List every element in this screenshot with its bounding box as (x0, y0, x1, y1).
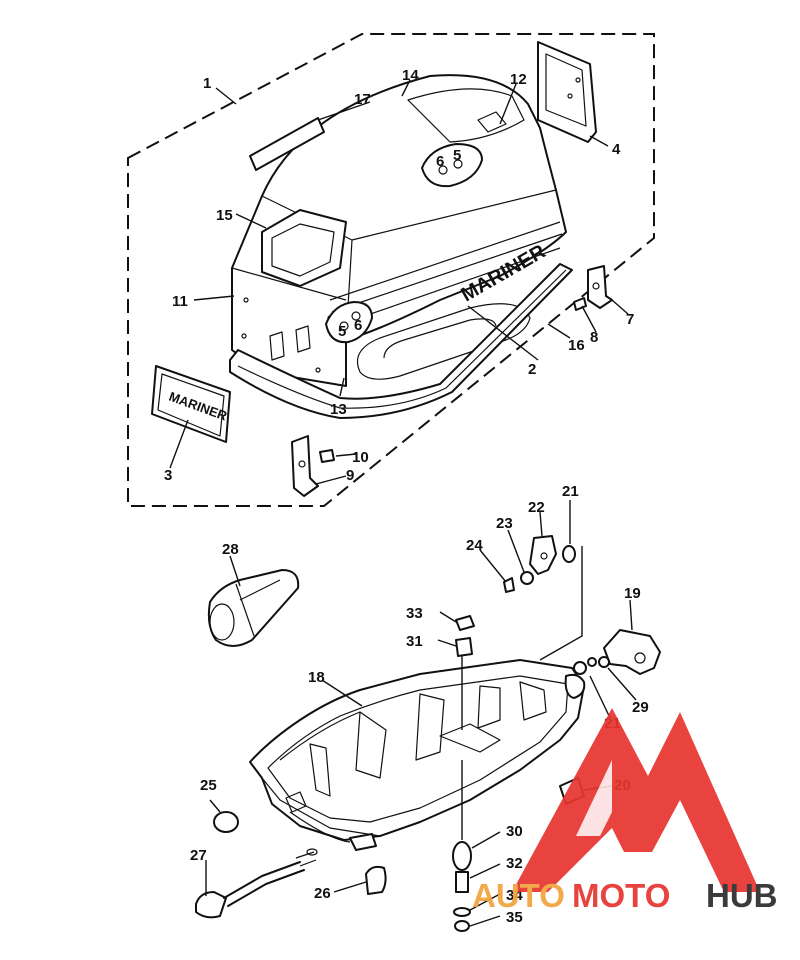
callout-8: 8 (590, 329, 598, 346)
callout-24: 24 (466, 537, 483, 554)
callout-22: 22 (528, 499, 545, 516)
callout-2: 2 (528, 361, 536, 378)
bottom-cowl (249, 659, 586, 851)
callout-29: 29 (632, 699, 649, 716)
callout-32: 32 (506, 855, 523, 872)
callout-13: 13 (330, 401, 347, 418)
callout-12: 12 (510, 71, 527, 88)
callout-35: 35 (506, 909, 523, 926)
callout-15: 15 (216, 207, 233, 224)
callout-30: 30 (506, 823, 523, 840)
wire-harness (195, 848, 318, 919)
part-25 (213, 811, 239, 833)
callout-31: 31 (406, 633, 423, 650)
callout-6a: 6 (436, 153, 444, 170)
decal-17 (249, 117, 325, 171)
callout-28: 28 (222, 541, 239, 558)
callout-7: 7 (626, 311, 634, 328)
latch-bracket-right (573, 265, 613, 311)
callout-6b: 6 (354, 317, 362, 334)
callout-10: 10 (352, 449, 369, 466)
hardware-cluster-upper (503, 535, 576, 593)
callout-leaders (169, 79, 637, 927)
watermark-text-moto: MOTO (572, 877, 670, 914)
callout-25: 25 (200, 777, 217, 794)
callout-4: 4 (612, 141, 621, 158)
callout-5b: 5 (338, 323, 346, 340)
callout-16: 16 (568, 337, 585, 354)
callout-14: 14 (402, 67, 419, 84)
latch-bracket-left (291, 435, 335, 497)
assembly-boundary (127, 33, 655, 507)
watermark-logo: AUTO MOTO HUB (472, 708, 778, 914)
watermark-text-auto: AUTO (472, 877, 565, 914)
part-19 (573, 629, 661, 675)
part-28 (207, 569, 300, 647)
callout-1: 1 (203, 75, 211, 92)
callout-21a: 21 (562, 483, 579, 500)
callout-3: 3 (164, 467, 172, 484)
callout-18: 18 (308, 669, 325, 686)
cowl-seal (229, 263, 573, 419)
screw-31 (455, 615, 475, 657)
callout-26: 26 (314, 885, 331, 902)
mount-stack (452, 841, 472, 932)
watermark-triangle (512, 708, 760, 892)
decal-mariner: MARINER (151, 365, 231, 443)
part-26 (365, 865, 387, 895)
callout-5a: 5 (453, 147, 461, 164)
top-cowl: MARINER (231, 74, 567, 387)
access-cover (537, 41, 597, 143)
callout-9: 9 (346, 467, 354, 484)
callout-27: 27 (190, 847, 207, 864)
callout-17: 17 (354, 91, 371, 108)
callout-19: 19 (624, 585, 641, 602)
watermark-text-hub: HUB (706, 877, 778, 914)
callout-23: 23 (496, 515, 513, 532)
callout-33: 33 (406, 605, 423, 622)
callout-11: 11 (172, 293, 188, 310)
